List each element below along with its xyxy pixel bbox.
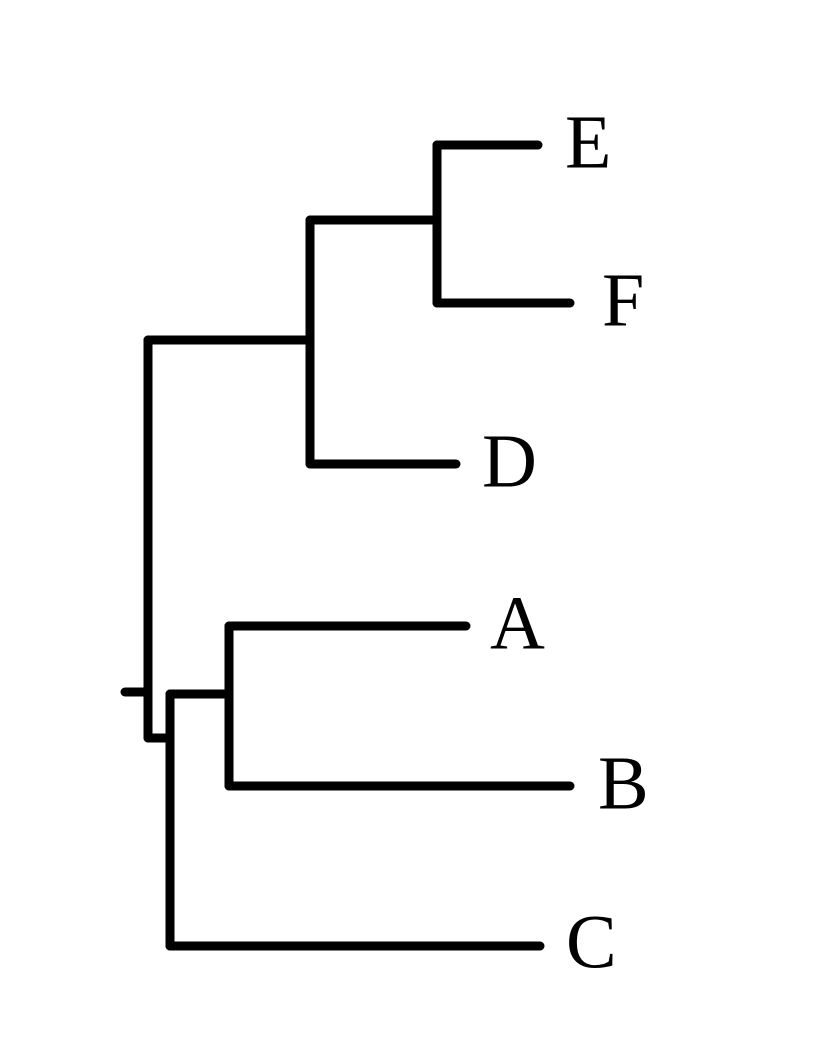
taxon-label-d: D <box>482 419 537 503</box>
taxon-label-a: A <box>490 581 545 665</box>
taxon-label-e: E <box>565 100 611 184</box>
taxon-label-f: F <box>602 258 644 342</box>
taxon-label-c: C <box>566 900 617 984</box>
taxon-label-b: B <box>598 741 649 825</box>
